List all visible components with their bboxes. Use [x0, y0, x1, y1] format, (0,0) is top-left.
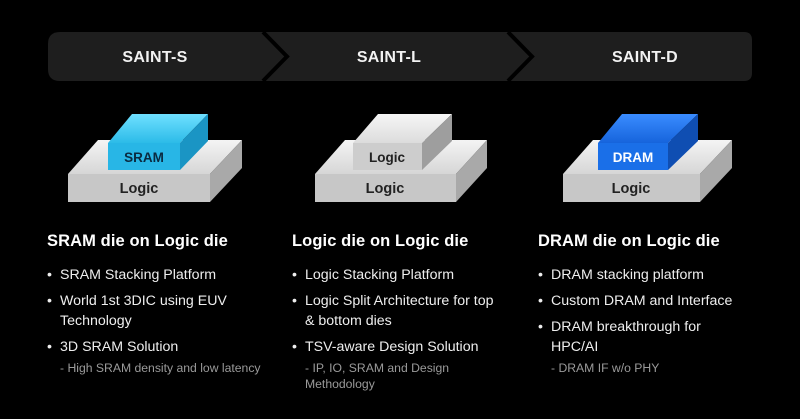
bullet-dot-icon: • [47, 339, 52, 355]
bullet-text: Custom DRAM and Interface [551, 293, 733, 309]
top-die-top [598, 114, 698, 143]
stack-sram-on-logic [68, 114, 242, 202]
column-saint-s: SRAM die on Logic die • SRAM Stacking Pla… [47, 232, 272, 376]
bullet-item: • World 1st 3DIC using EUV Technology [47, 291, 272, 331]
bullet-item: • TSV-aware Design Solution [292, 337, 504, 357]
bullet-dot-icon: • [538, 293, 543, 309]
top-die-front [353, 143, 422, 170]
top-die-side [422, 114, 452, 170]
bullet-text: 3D SRAM Solution [60, 339, 179, 355]
bullet-text: World 1st 3DIC using EUV Technology [60, 293, 227, 329]
stack-dram-on-logic [563, 114, 732, 202]
bullet-list: • Logic Stacking Platform • Logic Split Ar… [292, 265, 504, 357]
column-title: SRAM die on Logic die [47, 232, 228, 250]
bullet-dot-icon: • [292, 267, 297, 283]
banner-chevron-divider-1 [261, 30, 290, 83]
bullet-item: • SRAM Stacking Platform [47, 265, 272, 285]
bullet-text: DRAM stacking platform [551, 267, 704, 283]
bullet-dot-icon: • [538, 267, 543, 283]
stack-3-base-label: Logic [612, 181, 651, 197]
stack-2-base-label: Logic [366, 181, 405, 197]
stage-label-saint-s: SAINT-S [122, 49, 188, 66]
stack-logic-on-logic [315, 114, 487, 202]
top-die-top [108, 114, 208, 143]
column-saint-d: DRAM die on Logic die • DRAM stacking pla… [538, 232, 773, 376]
base-die-side [700, 140, 732, 202]
base-die-side [210, 140, 242, 202]
bullet-text: SRAM Stacking Platform [60, 267, 217, 283]
base-die-front [68, 174, 210, 202]
stack-2-top-label: Logic [369, 150, 405, 165]
top-die-front [598, 143, 668, 170]
base-die-side [456, 140, 487, 202]
bullet-item: • Logic Stacking Platform [292, 265, 504, 285]
bullet-subnote: - High SRAM density and low latency [60, 361, 261, 375]
column-saint-l: Logic die on Logic die • Logic Stacking P… [292, 232, 504, 392]
bullet-item: • DRAM stacking platform [538, 265, 773, 285]
bullet-text: Logic Split Architecture for top & botto… [305, 293, 494, 329]
bullet-dot-icon: • [47, 293, 52, 309]
bullet-list: • DRAM stacking platform • Custom DRAM and… [538, 265, 773, 357]
banner-bar [48, 32, 752, 81]
bullet-dot-icon: • [292, 339, 297, 355]
stack-1-base-label: Logic [120, 181, 159, 197]
column-title: DRAM die on Logic die [538, 232, 720, 250]
top-die-side [180, 114, 208, 170]
stage-label-saint-l: SAINT-L [356, 49, 422, 66]
bullet-item: • Custom DRAM and Interface [538, 291, 773, 311]
stage-banner [48, 30, 752, 83]
top-die-top [353, 114, 452, 143]
bullet-list: • SRAM Stacking Platform • World 1st 3DIC … [47, 265, 272, 357]
bullet-text: TSV-aware Design Solution [305, 339, 479, 355]
stage-label-saint-d: SAINT-D [611, 49, 679, 66]
stack-1-top-label: SRAM [124, 150, 164, 165]
bullet-dot-icon: • [47, 267, 52, 283]
stack-illustrations: SRAM Logic Logic Logic DRAM Logic [68, 114, 732, 202]
bullet-subnote: - IP, IO, SRAM and Design Methodology [305, 361, 450, 391]
bullet-subnote: - DRAM IF w/o PHY [551, 361, 660, 375]
bullet-item: • DRAM breakthrough for HPC/AI [538, 317, 731, 357]
bullet-item: • 3D SRAM Solution [47, 337, 272, 357]
bullet-text: DRAM breakthrough for HPC/AI [551, 319, 701, 355]
stack-3-top-label: DRAM [613, 150, 654, 165]
bullet-text: Logic Stacking Platform [305, 267, 455, 283]
bullet-dot-icon: • [292, 293, 297, 309]
base-die-front [563, 174, 700, 202]
banner-chevron-divider-2 [506, 30, 535, 83]
column-title: Logic die on Logic die [292, 232, 469, 250]
base-die-front [315, 174, 456, 202]
bullet-item: • Logic Split Architecture for top & bott… [292, 291, 504, 331]
top-die-front [108, 143, 180, 170]
bullet-dot-icon: • [538, 319, 543, 335]
top-die-side [668, 114, 698, 170]
